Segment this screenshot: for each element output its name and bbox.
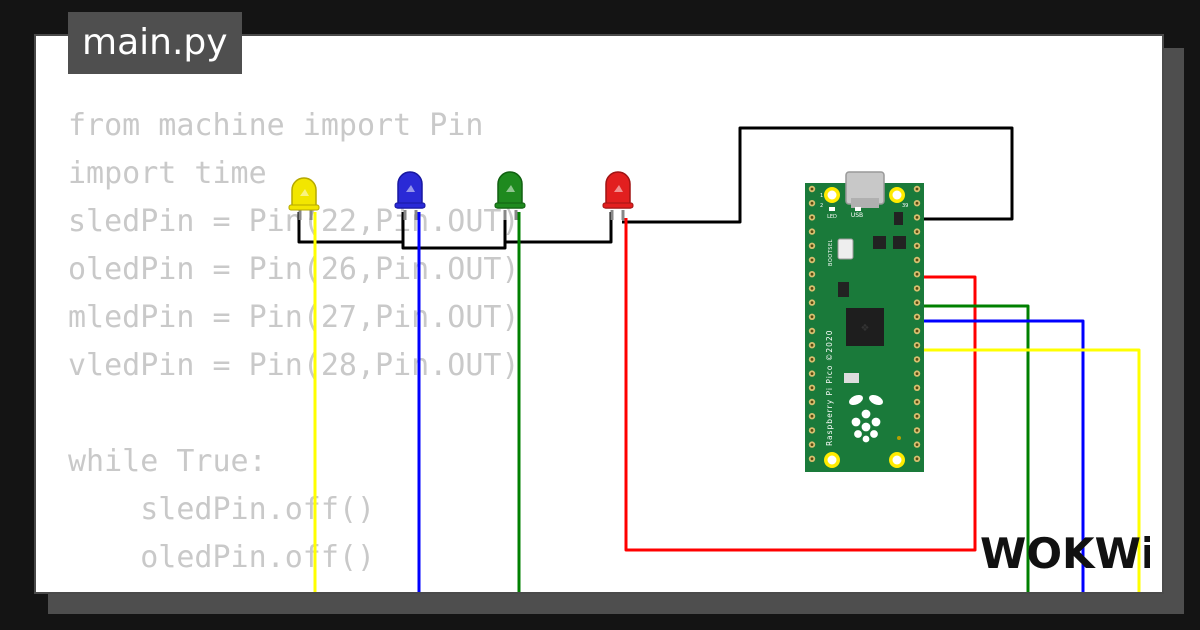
header-pin-hole [915,429,919,432]
header-pin-hole [810,216,814,219]
header-pin-hole [810,287,814,290]
ground-wire [297,212,405,244]
code-line: import time [68,156,267,191]
header-pin-hole [810,230,814,234]
code-line: sledPin.off() [68,492,376,527]
code-line: mledPin.off() [68,582,520,592]
file-tab[interactable]: main.py [68,12,242,74]
led-red[interactable] [602,171,634,220]
header-pin-hole [915,414,919,418]
header-pin-hole [915,187,919,191]
header-pin-hole [915,216,919,219]
header-pin-hole [915,358,919,361]
led-green[interactable] [494,171,526,220]
header-pin-hole [810,272,814,276]
header-pin-hole [810,315,814,319]
code-preview: from machine import Pin import time sledPi… [68,102,520,592]
yellow-wire [313,212,1141,592]
header-pin-hole [915,244,919,248]
header-pin-hole [915,258,919,262]
ground-wire [503,212,613,244]
raspberry-logo [847,393,885,444]
onboard-led [829,207,835,211]
header-pin-hole [810,329,814,333]
pin-label: 39 [902,203,908,209]
pin-header-right[interactable] [913,185,921,462]
header-pin-hole [810,343,814,347]
header-pin-hole [810,201,814,205]
code-line: vledPin = Pin(28,Pin.OUT) [68,348,520,383]
bootsel-label: BOOTSEL [828,239,834,266]
usb-label: USB [851,212,863,219]
header-pin-hole [915,372,919,375]
pin-label: 1 [820,193,823,199]
red-wire [624,218,977,552]
code-line: mledPin = Pin(27,Pin.OUT) [68,300,520,335]
header-pin-hole [915,400,919,404]
header-pin-hole [810,244,814,248]
header-pin-hole [915,457,919,461]
header-pin-hole [810,400,814,404]
wokwi-logo: WOKWi [980,529,1150,578]
board-silkscreen: Raspberry Pi Pico ©2020 [825,330,834,447]
header-pin-hole [810,414,814,418]
code-line: oledPin = Pin(26,Pin.OUT) [68,252,520,287]
header-pin-hole [810,358,814,361]
header-pin-hole [915,287,919,290]
header-pin-hole [915,301,919,304]
header-pin-hole [915,329,919,333]
header-pin-hole [915,201,919,205]
svg-text:WOKWi: WOKWi [980,529,1150,578]
code-line: while True: [68,444,267,479]
led-yellow[interactable] [288,177,320,220]
code-line: oledPin.off() [68,540,376,575]
header-pin-hole [915,230,919,234]
led-blue[interactable] [394,171,426,220]
pin-header-left[interactable] [808,185,816,462]
header-pin-hole [810,429,814,432]
pin-label: 2 [820,203,823,209]
header-pin-hole [810,386,814,390]
header-pin-hole [915,272,919,276]
header-pin-hole [810,457,814,461]
header-pin-hole [810,372,814,375]
header-pin-hole [915,443,919,446]
header-pin-hole [810,301,814,304]
header-pin-hole [810,443,814,446]
led-label: LED [827,214,837,220]
header-pin-hole [810,258,814,262]
header-pin-hole [915,386,919,390]
blue-wire [417,212,1085,592]
green-wire [517,212,1030,592]
header-pin-hole [915,343,919,347]
ground-wire [622,126,1014,224]
svg-text:❖: ❖ [861,323,870,334]
pico-board[interactable]: ❖ USB LED 1 2 39 BOOTSEL Raspberry Pi Pi… [805,171,924,472]
header-pin-hole [810,187,814,191]
header-pin-hole [915,315,919,319]
code-line: from machine import Pin [68,108,484,143]
